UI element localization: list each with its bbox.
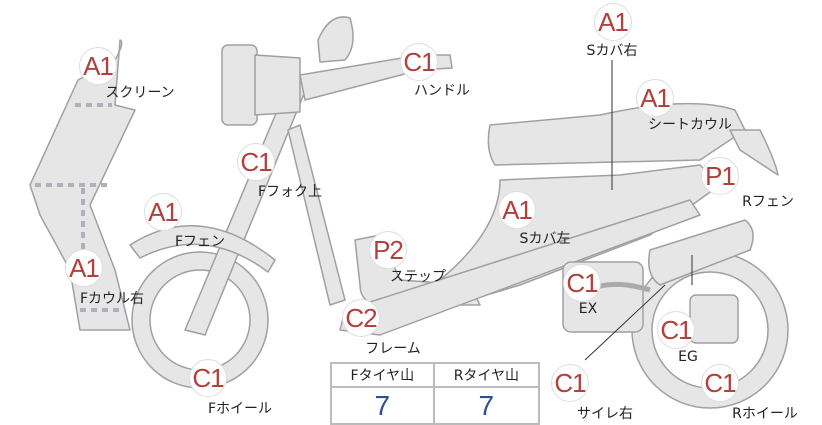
part-label-front-wheel: Fホイール [207,401,273,417]
front-frame-tube [287,124,346,306]
headlight [221,44,258,126]
front-tire-value: 7 [330,386,435,425]
grade-badge-exhaust: C1 [563,264,601,302]
leader-lines [584,60,693,361]
part-label-rear-fender: Rフェン [742,194,794,210]
part-label-handle: ハンドル [414,83,470,99]
part-label-side-cover-left: Sカバ左 [519,231,571,247]
grade-badge-front-cowl-right: A1 [65,249,103,287]
grade-badge-handle: C1 [400,43,438,81]
grade-badge-engine: C1 [657,311,695,349]
mirror [317,16,354,63]
tire-tread-table: Fタイヤ山 Rタイヤ山 7 7 [330,362,541,425]
seat [487,102,746,166]
rear-fender [729,129,779,176]
part-label-seat-cowl: シートカウル [648,117,732,133]
cowl-section-dividers [35,103,125,312]
grade-badge-side-cover-left: A1 [498,191,536,229]
frame [339,199,701,336]
front-tire-header: Fタイヤ山 [330,362,435,388]
rear-tire-value: 7 [432,386,541,425]
grade-badge-front-fender: A1 [144,193,182,231]
part-label-muffler-right: サイレ右 [577,406,633,422]
part-label-front-cowl-right: Fカウル右 [79,291,145,307]
grade-badge-front-wheel: C1 [189,359,227,397]
part-label-frame: フレーム [365,341,421,357]
muffler [648,219,754,286]
part-label-screen: スクリーン [105,85,175,101]
part-label-engine: EG [678,349,698,365]
part-label-side-cover-right: Sカバ右 [586,43,638,59]
part-label-front-fork: Fフォク上 [257,184,323,200]
part-label-front-fender: Fフェン [174,234,226,250]
rear-tire-header: Rタイヤ山 [432,362,541,388]
grade-badge-front-fork: C1 [237,143,275,181]
front-fender [129,225,276,273]
grade-badge-frame: C2 [342,299,380,337]
grade-badge-muffler-right: C1 [551,364,589,402]
grade-badge-seat-cowl: A1 [636,79,674,117]
grade-badge-side-cover-right: A1 [594,3,632,41]
rear-hub [689,294,739,344]
part-label-step: ステップ [390,269,446,285]
headlight-housing [254,54,301,116]
grade-badge-rear-fender: P1 [701,157,739,195]
grade-badge-step: P2 [369,231,407,269]
part-label-rear-wheel: Rホイール [732,406,798,422]
grade-badge-screen: A1 [79,47,117,85]
part-label-exhaust: EX [578,301,598,317]
grade-badge-rear-wheel: C1 [701,364,739,402]
